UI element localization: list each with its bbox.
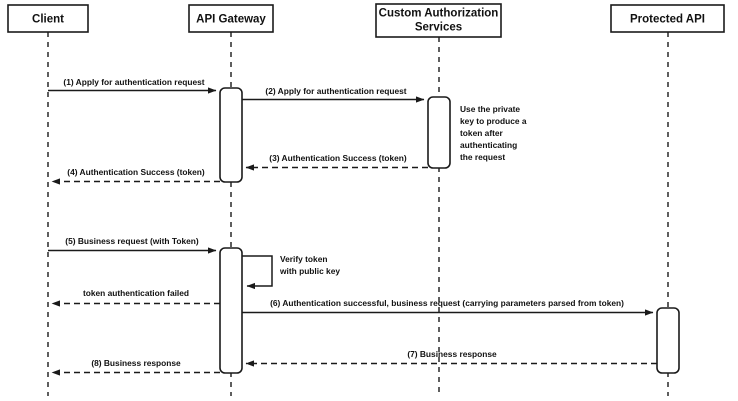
note-line-3: token after (460, 128, 504, 138)
note-line-2: key to produce a (460, 116, 527, 126)
message-8-label: (8) Business response (91, 358, 181, 368)
activation-api-gateway-auth (219, 87, 243, 183)
message-token-authentication-failed[interactable]: token authentication failed (51, 288, 220, 307)
note-line-1: Use the private (460, 104, 520, 114)
activation-api-gateway-business (219, 247, 243, 374)
participant-client[interactable]: Client (7, 4, 89, 33)
message-4[interactable]: (4) Authentication Success (token) (51, 167, 220, 185)
message-5-label: (5) Business request (with Token) (65, 236, 199, 246)
self-message-label-line2: with public key (279, 266, 340, 276)
message-2-label: (2) Apply for authentication request (265, 86, 406, 96)
note-line-5: the request (460, 152, 505, 162)
participant-label-client: Client (32, 14, 64, 26)
message-6-label: (6) Authentication successful, business … (270, 298, 624, 308)
message-2[interactable]: (2) Apply for authentication request (242, 86, 425, 103)
participant-label-custom-authorization-services-line2: Services (415, 22, 462, 34)
message-7-label: (7) Business response (407, 349, 497, 359)
message-1[interactable]: (1) Apply for authentication request (48, 77, 217, 94)
participant-custom-authorization-services[interactable]: Custom Authorization Services (375, 3, 502, 38)
message-6[interactable]: (6) Authentication successful, business … (242, 298, 654, 316)
activation-protected-api (656, 307, 680, 374)
message-4-label: (4) Authentication Success (token) (67, 167, 205, 177)
self-message-verify-token[interactable]: Verify token with public key (242, 254, 340, 290)
message-3[interactable]: (3) Authentication Success (token) (245, 153, 428, 171)
message-3-label: (3) Authentication Success (token) (269, 153, 407, 163)
message-7[interactable]: (7) Business response (245, 349, 657, 367)
message-5[interactable]: (5) Business request (with Token) (48, 236, 217, 254)
self-message-label-line1: Verify token (280, 254, 327, 264)
participant-label-protected-api: Protected API (630, 14, 705, 26)
message-token-authentication-failed-label: token authentication failed (83, 288, 189, 298)
participant-protected-api[interactable]: Protected API (610, 4, 725, 33)
participant-label-custom-authorization-services-line1: Custom Authorization (379, 8, 499, 20)
note-custom-authorization-services: Use the private key to produce a token a… (460, 104, 527, 162)
message-1-label: (1) Apply for authentication request (63, 77, 204, 87)
note-line-4: authenticating (460, 140, 517, 150)
activation-custom-authorization-services (427, 96, 451, 169)
participant-label-api-gateway: API Gateway (196, 14, 266, 26)
message-8[interactable]: (8) Business response (51, 358, 220, 376)
participant-api-gateway[interactable]: API Gateway (188, 4, 274, 33)
